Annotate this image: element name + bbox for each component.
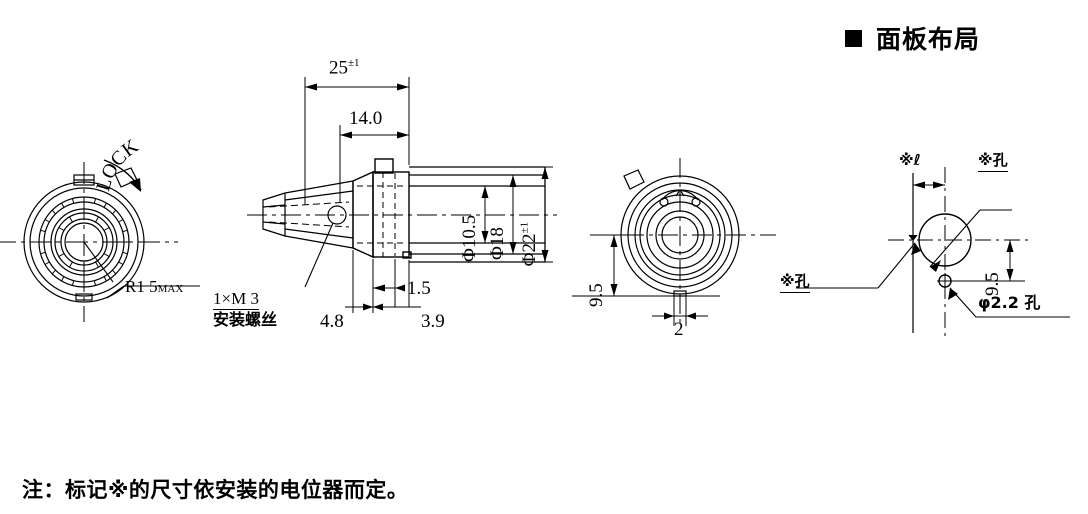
rear-width-dim: 2 <box>674 319 684 340</box>
bore-dia-dim: Φ10.5 <box>459 214 480 262</box>
panel-layout-svg <box>796 167 1070 340</box>
front-view-svg <box>0 159 200 322</box>
step2-dim: 3.9 <box>421 311 445 332</box>
screw-text-label: 安装螺丝 <box>213 310 278 329</box>
page-title-text: 面板布局 <box>876 25 981 54</box>
lock-label: LOCK <box>92 135 214 210</box>
panel-small-hole-label: φ2.2 孔 <box>978 293 1041 312</box>
overall-length-dim: 25±1 <box>329 57 360 79</box>
footnote-text: 注：标记※的尺寸依安装的电位器而定。 <box>22 478 409 502</box>
step1-dim: 1.5 <box>407 278 431 299</box>
body-length-dim: 14.0 <box>349 108 383 129</box>
outer-dia-dim: Φ22±1 <box>518 221 540 267</box>
front-view-knob: LOCK R1 5MAX <box>0 130 240 330</box>
side-section-view: 25±1 14.0 Φ10.5 Φ18 Φ22±1 4.8 1.5 3.9 <box>245 55 575 345</box>
flange-thickness-dim: 4.8 <box>320 311 344 332</box>
panel-hole-ref-label: ※孔 <box>978 153 1008 172</box>
panel-layout-drilling-view: ※ℓ ※孔 ※孔 9.5 φ2.2 孔 <box>780 151 1080 345</box>
panel-l-dim: ※ℓ <box>899 151 921 169</box>
panel-hole-left-ref-label: ※孔 <box>780 274 810 293</box>
mid-dia-dim: Φ18 <box>487 227 508 260</box>
page-title: 面板布局 <box>845 20 980 56</box>
screw-spec-label: 1×M 3 <box>213 289 259 310</box>
rear-view-svg <box>572 158 776 326</box>
radius-dim-label: R1 5MAX <box>125 277 184 296</box>
filled-square-icon <box>845 29 862 47</box>
side-section-svg <box>247 77 557 313</box>
rear-view-body: 9.5 2 <box>572 150 790 340</box>
rear-offset-dim: 9.5 <box>586 283 607 307</box>
